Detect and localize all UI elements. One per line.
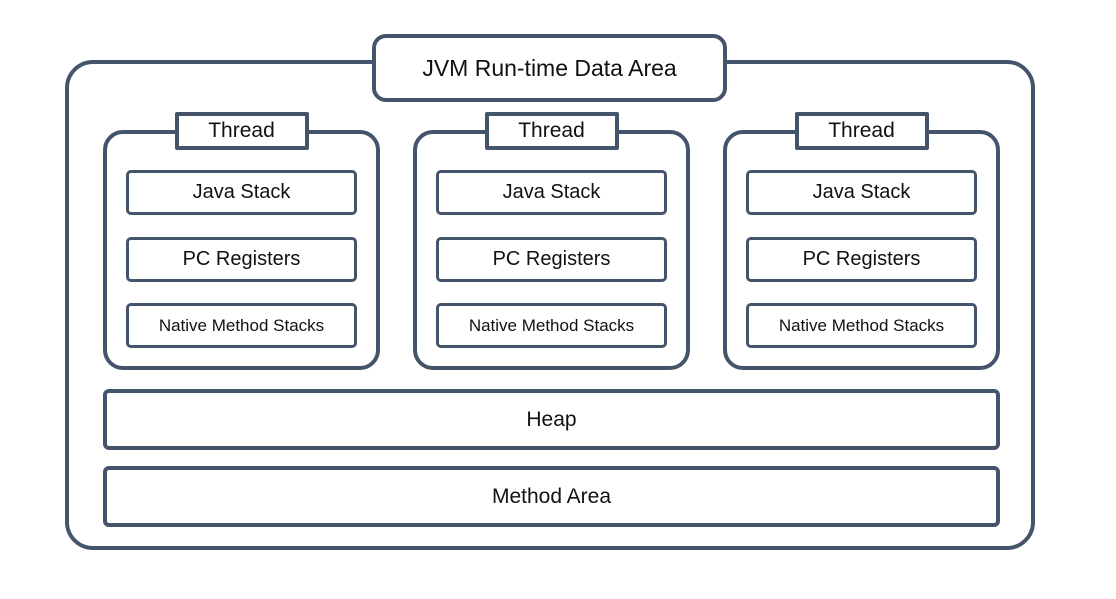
thread-box-2: Thread Java Stack PC Registers Native Me… [413, 112, 690, 370]
native-method-stacks-label: Native Method Stacks [468, 315, 635, 335]
diagram-title: JVM Run-time Data Area [422, 54, 677, 81]
thread-label-text: Thread [208, 119, 275, 142]
pc-registers-box-3: PC Registers [746, 237, 977, 282]
thread-label-text: Thread [828, 119, 895, 142]
heap-box: Heap [103, 389, 1000, 450]
pc-registers-label: PC Registers [182, 248, 301, 270]
thread-label-2: Thread [484, 112, 619, 150]
java-stack-box-2: Java Stack [436, 170, 667, 215]
native-method-stacks-label: Native Method Stacks [778, 315, 945, 335]
java-stack-label: Java Stack [812, 181, 911, 203]
thread-label-3: Thread [794, 112, 929, 150]
java-stack-box-1: Java Stack [126, 170, 357, 215]
method-area-label: Method Area [491, 484, 612, 508]
diagram-title-box: JVM Run-time Data Area [372, 34, 727, 102]
thread-box-3: Thread Java Stack PC Registers Native Me… [723, 112, 1000, 370]
pc-registers-label: PC Registers [492, 248, 611, 270]
java-stack-label: Java Stack [502, 181, 601, 203]
heap-label: Heap [526, 407, 577, 431]
thread-label-1: Thread [174, 112, 309, 150]
pc-registers-box-1: PC Registers [126, 237, 357, 282]
native-method-stacks-box-2: Native Method Stacks [436, 303, 667, 348]
pc-registers-label: PC Registers [802, 248, 921, 270]
native-method-stacks-label: Native Method Stacks [158, 315, 325, 335]
native-method-stacks-box-1: Native Method Stacks [126, 303, 357, 348]
thread-label-text: Thread [518, 119, 585, 142]
java-stack-box-3: Java Stack [746, 170, 977, 215]
method-area-box: Method Area [103, 466, 1000, 527]
pc-registers-box-2: PC Registers [436, 237, 667, 282]
native-method-stacks-box-3: Native Method Stacks [746, 303, 977, 348]
java-stack-label: Java Stack [192, 181, 291, 203]
thread-box-1: Thread Java Stack PC Registers Native Me… [103, 112, 380, 370]
